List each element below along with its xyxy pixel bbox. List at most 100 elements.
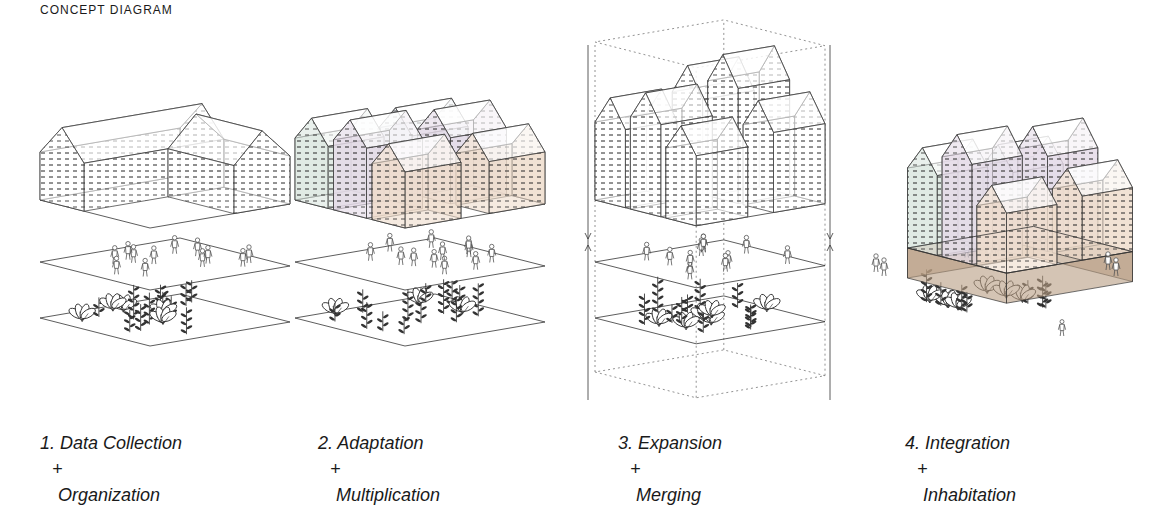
plant-figure bbox=[731, 282, 744, 308]
plant-leaf bbox=[703, 315, 710, 320]
plant-leaf bbox=[920, 296, 927, 301]
person-body bbox=[440, 247, 445, 254]
plant-leaf bbox=[143, 319, 150, 324]
house-wall bbox=[666, 126, 696, 226]
plant-leaf bbox=[961, 301, 968, 306]
person-body bbox=[411, 253, 416, 260]
plant-leaf bbox=[92, 311, 99, 316]
person-figure bbox=[686, 250, 694, 268]
plant-leaf bbox=[731, 294, 738, 299]
plant-leaf bbox=[644, 307, 651, 312]
person-body bbox=[723, 259, 728, 266]
plant-leaf bbox=[651, 299, 658, 304]
plant-leaf bbox=[376, 318, 383, 323]
plant-vein bbox=[711, 317, 717, 325]
plant-vein bbox=[82, 313, 88, 321]
house-wall bbox=[334, 120, 367, 218]
plant-leaf bbox=[731, 302, 738, 307]
person-head bbox=[1060, 320, 1064, 324]
person-arms bbox=[111, 251, 119, 257]
plant-vein bbox=[659, 318, 665, 326]
plant-leaf bbox=[478, 307, 485, 312]
person-legs bbox=[388, 246, 392, 252]
person-head bbox=[388, 233, 392, 237]
plant-leaf bbox=[697, 327, 704, 332]
plant-figure bbox=[752, 293, 782, 312]
plant-leaf bbox=[638, 295, 645, 300]
person-figure bbox=[699, 234, 707, 252]
house-wall-hatch bbox=[334, 120, 367, 218]
plant-figure bbox=[651, 277, 664, 313]
person-body bbox=[172, 241, 177, 248]
plant-leaf bbox=[1036, 302, 1043, 307]
plant-leaf bbox=[186, 317, 193, 322]
plant-leaf bbox=[638, 319, 645, 324]
person-figure bbox=[366, 243, 374, 261]
person-legs bbox=[490, 256, 494, 262]
plant-leaf bbox=[133, 302, 140, 307]
step-title: 4. Integration bbox=[905, 432, 1010, 454]
plant-layer bbox=[40, 294, 290, 346]
plant-leaf bbox=[382, 322, 389, 327]
plant-leaf bbox=[657, 295, 664, 300]
person-body bbox=[195, 243, 200, 250]
plant-figure bbox=[697, 299, 727, 318]
person-body bbox=[489, 249, 494, 256]
person-arms bbox=[410, 254, 418, 260]
person-head bbox=[744, 235, 748, 239]
person-body bbox=[644, 247, 649, 254]
person-body bbox=[126, 247, 131, 254]
plant-leaf bbox=[143, 295, 150, 300]
person-arms bbox=[386, 239, 394, 245]
house-wall-hatch bbox=[234, 131, 290, 214]
plant-figure bbox=[472, 283, 485, 317]
plant-figure bbox=[943, 292, 973, 311]
person-arms bbox=[721, 259, 729, 265]
person-legs bbox=[114, 268, 118, 274]
person-legs bbox=[196, 250, 200, 256]
person-figure bbox=[124, 241, 132, 259]
person-figure bbox=[721, 253, 729, 271]
plant-leaf bbox=[478, 291, 485, 296]
person-figure bbox=[697, 238, 705, 256]
plant-leaf bbox=[329, 316, 336, 321]
person-body bbox=[246, 250, 251, 257]
person-figure bbox=[643, 242, 651, 260]
person-head bbox=[429, 230, 433, 234]
plant-stem bbox=[407, 290, 408, 322]
person-figure bbox=[439, 242, 447, 260]
step-subtitle: Inhabitation bbox=[923, 484, 1016, 506]
person-legs bbox=[399, 259, 403, 265]
envelope-box bbox=[595, 42, 596, 372]
person-head bbox=[440, 242, 444, 246]
step-subtitle: Organization bbox=[58, 484, 160, 506]
plant-leaf bbox=[450, 309, 457, 314]
person-legs bbox=[432, 262, 436, 268]
plant-figure bbox=[67, 303, 97, 322]
house-wall-hatch bbox=[489, 152, 545, 214]
person-figure bbox=[783, 246, 791, 264]
person-arms bbox=[488, 250, 496, 256]
plant-leaf bbox=[651, 283, 658, 288]
plant-leaf bbox=[472, 311, 479, 316]
person-arms bbox=[124, 247, 132, 253]
person-head bbox=[114, 256, 118, 260]
plant-leaf bbox=[703, 323, 710, 328]
plant-leaf bbox=[687, 295, 694, 300]
plant-leaf bbox=[961, 293, 968, 298]
plant-leaf bbox=[666, 309, 673, 314]
house-wall bbox=[372, 144, 405, 228]
step-title: 1. Data Collection bbox=[40, 432, 182, 454]
plant-stem bbox=[186, 284, 187, 306]
plant-figure bbox=[744, 305, 757, 327]
house-wall bbox=[977, 185, 1007, 273]
person-legs bbox=[241, 261, 245, 267]
arrow-head bbox=[585, 233, 591, 239]
plant-leaf bbox=[362, 295, 369, 300]
plant-leaf bbox=[443, 304, 450, 309]
person-legs bbox=[1060, 331, 1064, 336]
plant-leaf bbox=[415, 309, 422, 314]
plant-leaf bbox=[186, 296, 193, 301]
plant-leaf bbox=[98, 307, 105, 312]
plant-leaf bbox=[644, 299, 651, 304]
